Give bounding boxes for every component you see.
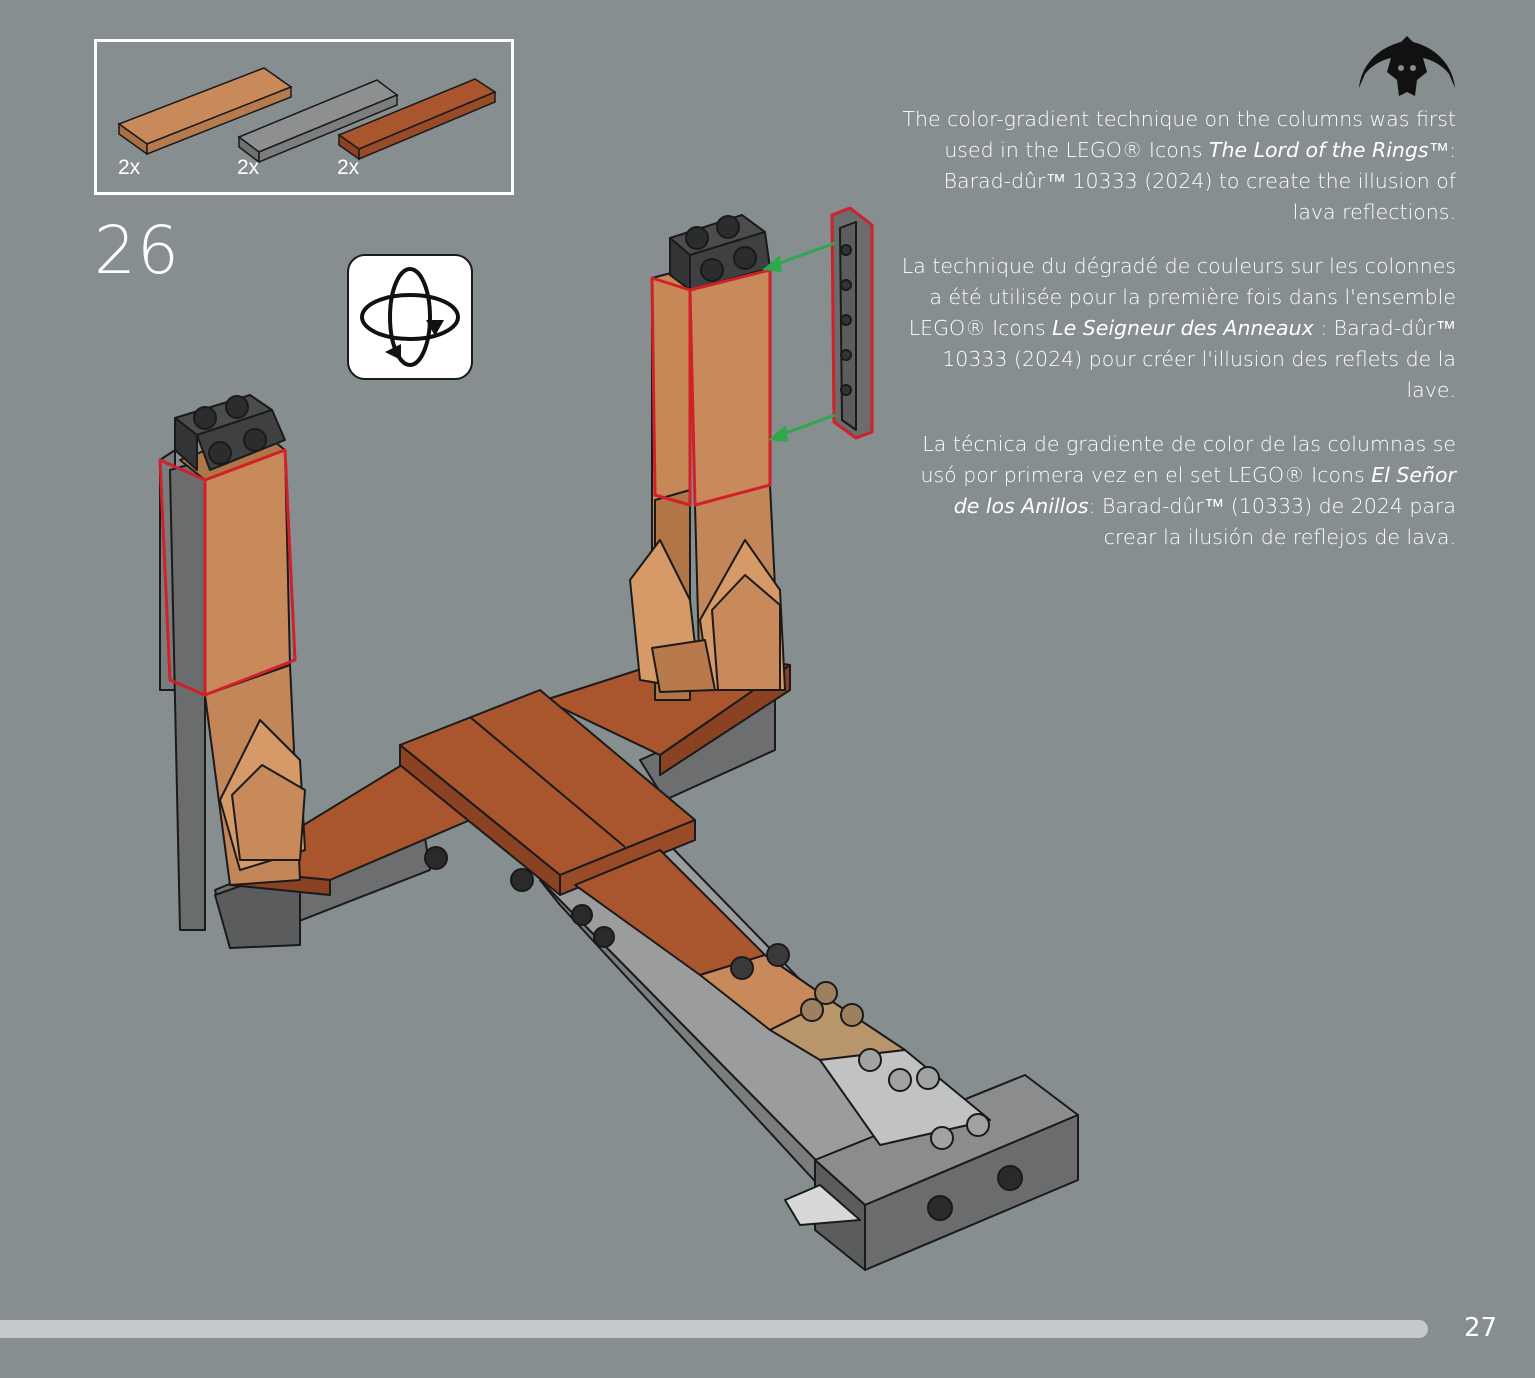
progress-bar — [0, 1320, 1428, 1338]
parts-illustration — [117, 67, 497, 164]
page-number: 27 — [1464, 1313, 1498, 1343]
medium-nougat-tile-icon — [117, 67, 293, 156]
reddish-brown-tile-icon — [337, 78, 497, 161]
eye-of-sauron-icon — [1359, 36, 1455, 96]
model-illustration — [158, 206, 1079, 1271]
part-qty: 2x — [237, 156, 260, 179]
step-number: 26 — [94, 212, 180, 289]
dark-gray-tile-icon — [237, 79, 399, 164]
info-paragraph-es: La técnica de gradiente de color de las … — [920, 432, 1457, 549]
rotate-model-icon — [360, 267, 460, 367]
info-text: The color-gradient technique on the colu… — [896, 104, 1456, 576]
info-paragraph-en: The color-gradient technique on the colu… — [902, 107, 1456, 224]
parts-callout: 2x 2x 2x — [94, 39, 514, 195]
rotate-model-button — [347, 254, 473, 380]
info-paragraph-fr: La technique du dégradé de couleurs sur … — [901, 254, 1456, 402]
part-qty: 2x — [337, 156, 360, 179]
part-qty: 2x — [118, 156, 141, 179]
